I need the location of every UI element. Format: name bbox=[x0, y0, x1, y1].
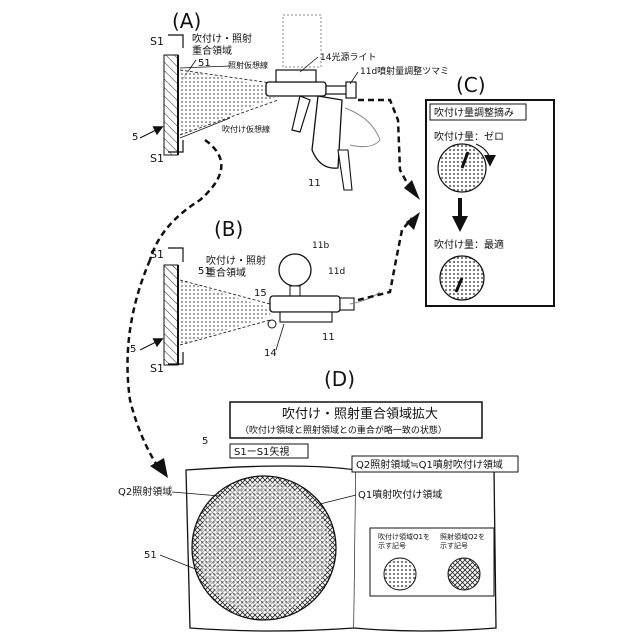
panel-a: (A) S1 S1 吹付け・照射 重合領域 51 5 照射仮想線 吹付け仮想線 bbox=[132, 9, 449, 190]
panel-d: (D) 吹付け・照射重合領域拡大 （吹付け領域と照射領域との重合が略一致の状態）… bbox=[118, 367, 518, 631]
knob-label: 11d噴射量調整ツマミ bbox=[360, 65, 449, 77]
ref-51-b: 51 bbox=[198, 266, 211, 277]
ref-11-a: 11 bbox=[308, 178, 321, 189]
overlap-label-b-2: 重合領域 bbox=[206, 266, 246, 279]
handle-a bbox=[312, 96, 342, 168]
zero-label: 吹付け量：ゼロ bbox=[434, 130, 504, 143]
irradiation-line-label: 照射仮想線 bbox=[228, 60, 268, 70]
hose-a bbox=[338, 150, 352, 190]
view-label: S1ーS1矢視 bbox=[234, 445, 289, 458]
knob-11d-a bbox=[346, 82, 356, 98]
s1-top-a: S1 bbox=[150, 35, 164, 48]
q1-label: Q1噴射吹付け領域 bbox=[358, 488, 442, 501]
overlap-label-a-2: 重合領域 bbox=[192, 44, 232, 57]
ref-15: 15 bbox=[254, 288, 267, 299]
trigger-a bbox=[292, 96, 310, 132]
spray-region-q1 bbox=[198, 482, 330, 614]
legend-q1-line2: 示す記号 bbox=[378, 541, 406, 550]
arrow-b-to-c bbox=[358, 218, 412, 300]
s1-top-b: S1 bbox=[150, 248, 164, 261]
legend-q2-line2: 示す記号 bbox=[440, 541, 468, 550]
wall-b bbox=[164, 265, 178, 365]
ref-11b: 11b bbox=[312, 241, 329, 251]
s1-bottom-b: S1 bbox=[150, 362, 164, 375]
overlap-label-a-1: 吹付け・照射 bbox=[192, 32, 252, 45]
panel-d-subtitle: （吹付け領域と照射領域との重合が略一致の状態） bbox=[240, 424, 447, 436]
cup-11b bbox=[279, 254, 311, 286]
ref-51-d: 51 bbox=[144, 550, 157, 561]
spray-gun-b bbox=[268, 254, 380, 328]
legend-q1-line1: 吹付け領域Q1を bbox=[378, 532, 430, 541]
q2-label: Q2照射領域 bbox=[118, 485, 172, 498]
ref-14: 14 bbox=[264, 348, 277, 359]
arrow-a-to-c bbox=[358, 100, 412, 192]
wall-a bbox=[164, 55, 178, 155]
relation-text: Q2照射領域≒Q1噴射吹付け領域 bbox=[356, 458, 503, 471]
legend-q2-line1: 照射領域Q2を bbox=[440, 532, 485, 541]
panel-d-title: 吹付け・照射重合領域拡大 bbox=[282, 406, 438, 422]
panel-d-label: (D) bbox=[324, 367, 355, 391]
ref-5-a: 5 bbox=[132, 132, 138, 143]
ref-11d: 11d bbox=[328, 267, 345, 277]
panel-c-label: (C) bbox=[456, 73, 486, 97]
spray-gun-a bbox=[266, 70, 380, 190]
hand-a bbox=[345, 108, 380, 147]
light-14-b bbox=[280, 312, 332, 322]
spray-line-label: 吹付け仮想線 bbox=[222, 124, 270, 134]
ref-5-b: 5 bbox=[130, 344, 136, 355]
ref-5-d: 5 bbox=[202, 436, 208, 447]
s1-bottom-a: S1 bbox=[150, 152, 164, 165]
light-label: 14光源ライト bbox=[320, 51, 376, 63]
optimal-label: 吹付け量：最適 bbox=[434, 238, 504, 251]
legend-q2-symbol bbox=[448, 558, 480, 590]
legend-q1-symbol bbox=[384, 558, 416, 590]
overlap-label-b-1: 吹付け・照射 bbox=[206, 254, 266, 267]
panel-c-title: 吹付け量調整摘み bbox=[434, 106, 514, 119]
ref-11-b: 11 bbox=[322, 332, 335, 343]
panel-c: (C) 吹付け量調整摘み 吹付け量：ゼロ 吹付け量：最適 bbox=[426, 73, 554, 306]
panel-b: (B) S1 S1 吹付け・照射 重合領域 51 5 11b 11d 15 14… bbox=[130, 217, 380, 375]
panel-a-label: (A) bbox=[172, 9, 201, 33]
s1-bracket-top-a bbox=[168, 35, 183, 48]
panel-b-label: (B) bbox=[214, 217, 243, 241]
